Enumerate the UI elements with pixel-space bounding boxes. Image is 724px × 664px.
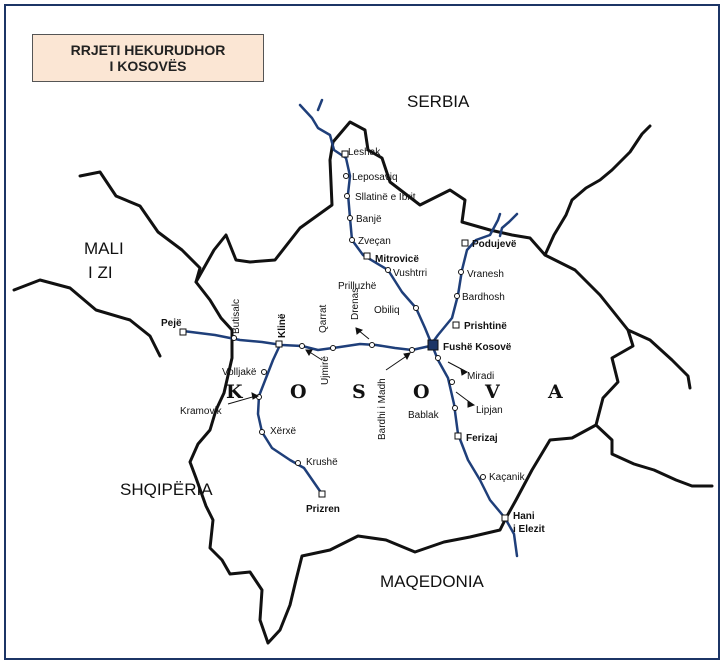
marker-mitrovice: [363, 252, 371, 260]
label-qarrat: Qarrat: [318, 304, 329, 333]
marker-kacanik: [480, 474, 486, 480]
marker-sllatine: [344, 193, 350, 199]
title-line-1: RRJETI HEKURUDHOR: [70, 42, 226, 58]
kosova-letter-o2: O: [413, 381, 430, 403]
kosova-letter-o1: O: [290, 381, 307, 403]
marker-prizren: [318, 490, 326, 498]
label-peje: Pejë: [161, 318, 182, 329]
label-prishtine: Prishtinë: [464, 321, 507, 332]
label-leposaviq: Leposaviq: [352, 172, 398, 183]
marker-volljake: [261, 369, 267, 375]
marker-xerxe: [259, 429, 265, 435]
title-line-2: I KOSOVËS: [109, 58, 187, 74]
marker-miradi: [435, 355, 441, 361]
marker-bablak: [452, 405, 458, 411]
label-bablak: Bablak: [408, 410, 440, 421]
marker-prishtine: [452, 321, 460, 329]
kosova-letter-s: S: [352, 381, 366, 403]
label-kline: Klinë: [277, 313, 288, 338]
marker-peje: [179, 328, 187, 336]
label-miradi: Miradi: [467, 371, 494, 382]
marker-fushe-kosove: [427, 339, 439, 351]
label-xerxe: Xërxë: [270, 426, 297, 437]
label-bardhosh: Bardhosh: [462, 292, 505, 303]
label-hani: Hani: [513, 511, 535, 522]
label-mali: MALI: [84, 239, 124, 258]
marker-banje: [347, 215, 353, 221]
marker-vranesh: [458, 269, 464, 275]
marker-lipjan: [449, 379, 455, 385]
pointer-arrows: [227, 327, 476, 408]
label-volljake: Volljakë: [222, 367, 257, 378]
marker-hani-elezit: [501, 514, 509, 522]
label-sllatine: Sllatinë e Ibrit: [355, 192, 416, 203]
marker-vushtrri: [385, 267, 391, 273]
marker-butisalc: [231, 335, 237, 341]
label-leshak: Leshak: [348, 147, 381, 158]
label-kacanik: Kaçanik: [489, 472, 526, 483]
label-vranesh: Vranesh: [467, 269, 504, 280]
label-maqedonia: MAQEDONIA: [380, 572, 485, 591]
marker-krushe: [295, 460, 301, 466]
label-i-elezit: i Elezit: [513, 524, 545, 535]
marker-leposaviq: [343, 173, 349, 179]
label-lipjan: Lipjan: [476, 405, 503, 416]
label-mitrovice: Mitrovicë: [375, 254, 419, 265]
label-obiliq: Obiliq: [374, 305, 400, 316]
marker-obiliq: [413, 305, 419, 311]
label-vushtrri: Vushtrri: [393, 268, 427, 279]
label-kramovik: Kramovik: [180, 406, 223, 417]
marker-leshak: [341, 150, 349, 158]
label-i-zi: I ZI: [88, 263, 113, 282]
map-title: RRJETI HEKURUDHOR I KOSOVËS: [32, 34, 264, 82]
marker-kline: [275, 340, 283, 348]
marker-drenas: [369, 342, 375, 348]
label-podujeve: Podujevë: [472, 239, 517, 250]
neighbour-borders: [12, 124, 714, 488]
marker-bardhosh: [454, 293, 460, 299]
marker-qarrat: [299, 343, 305, 349]
marker-podujeve: [461, 239, 469, 247]
label-bardhi-madh: Bardhi i Madh: [377, 378, 388, 440]
kosova-letter-k: K: [226, 381, 244, 403]
label-krushe: Krushë: [306, 457, 338, 468]
map-frame: [4, 4, 720, 660]
station-markers: [179, 150, 509, 522]
label-prizren: Prizren: [306, 504, 340, 515]
marker-bardhi-madh: [409, 347, 415, 353]
label-shqiperia: SHQIPËRIA: [120, 480, 213, 499]
label-butisalc: Butisalc: [231, 299, 242, 334]
marker-ujmire: [330, 345, 336, 351]
marker-zvecan: [349, 237, 355, 243]
kosova-letter-a: A: [547, 381, 563, 403]
label-fushe-kosove: Fushë Kosovë: [443, 342, 512, 353]
label-prilluzhe: Prilluzhë: [338, 281, 377, 292]
label-ferizaj: Ferizaj: [466, 433, 498, 444]
label-serbia: SERBIA: [407, 92, 470, 111]
label-zvecan: Zveçan: [358, 236, 391, 247]
kosova-letter-v: V: [484, 381, 501, 403]
label-banje: Banjë: [356, 214, 382, 225]
label-drenas: Drenas: [350, 288, 361, 320]
marker-ferizaj: [454, 432, 462, 440]
label-ujmire: Ujmirë: [320, 356, 331, 385]
